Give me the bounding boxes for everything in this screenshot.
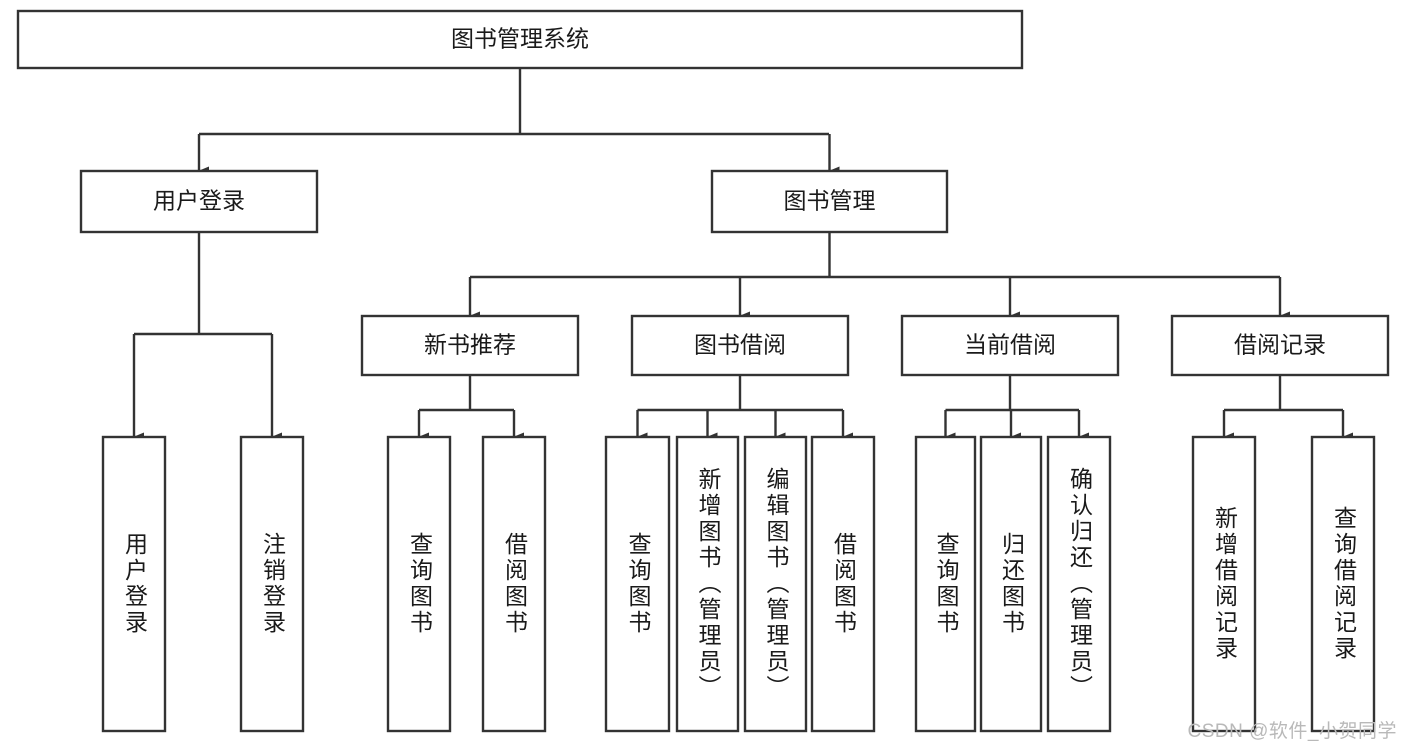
root-node-label: 图书管理系统 xyxy=(451,26,589,52)
level3-node-current-borrow[interactable] xyxy=(900,314,1120,377)
level3-node-new-book-recommend[interactable] xyxy=(360,314,580,377)
leaf-node-leaf-logout[interactable] xyxy=(239,435,305,733)
leaf-node-leaf-confirm-return[interactable] xyxy=(1046,435,1112,733)
level3-node-current-borrow-label: 当前借阅 xyxy=(964,332,1056,358)
level2-node-user-login[interactable] xyxy=(79,169,319,234)
level2-node-book-management[interactable] xyxy=(710,169,949,234)
level3-node-book-borrow[interactable] xyxy=(630,314,850,377)
box-layer xyxy=(16,9,1390,733)
level3-node-new-book-recommend-label: 新书推荐 xyxy=(424,332,516,358)
root-node-root[interactable] xyxy=(16,9,1024,70)
leaf-node-leaf-borrow-book-2[interactable] xyxy=(810,435,876,733)
leaf-node-leaf-add-book[interactable] xyxy=(675,435,740,733)
csdn-watermark: CSDN @软件_小贺同学 xyxy=(1187,721,1397,742)
leaf-node-leaf-query-book-1[interactable] xyxy=(386,435,452,733)
level3-node-book-borrow-label: 图书借阅 xyxy=(694,332,786,358)
leaf-node-leaf-edit-book[interactable] xyxy=(743,435,808,733)
leaf-node-leaf-query-book-3[interactable] xyxy=(914,435,977,733)
leaf-node-leaf-query-book-2[interactable] xyxy=(604,435,671,733)
leaf-node-leaf-user-login[interactable] xyxy=(101,435,167,733)
leaf-node-leaf-add-record[interactable] xyxy=(1191,435,1257,733)
leaf-node-leaf-return-book[interactable] xyxy=(979,435,1043,733)
connector-layer xyxy=(132,68,1354,442)
level3-node-borrow-record-label: 借阅记录 xyxy=(1234,332,1326,358)
leaf-node-leaf-borrow-book-1[interactable] xyxy=(481,435,547,733)
level2-node-book-management-label: 图书管理 xyxy=(784,188,876,214)
level3-node-borrow-record[interactable] xyxy=(1170,314,1390,377)
leaf-node-leaf-query-record[interactable] xyxy=(1310,435,1376,733)
level2-node-user-login-label: 用户登录 xyxy=(153,188,245,214)
